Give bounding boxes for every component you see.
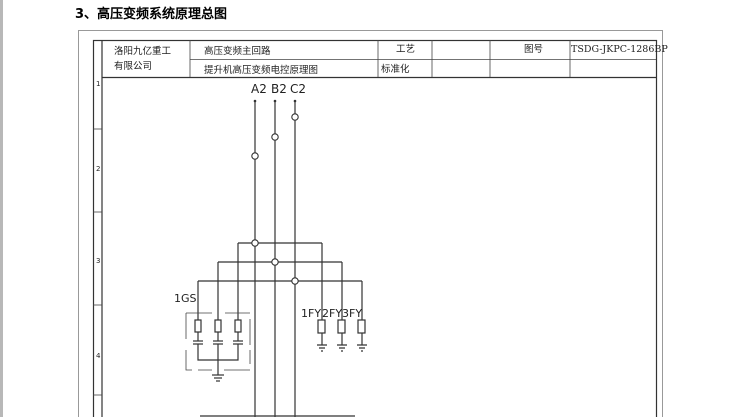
standardization-label: 标准化 xyxy=(381,63,410,75)
section-heading: 3、高压变频系统原理总图 xyxy=(75,7,228,22)
drawing-name-line1: 高压变频主回路 xyxy=(204,45,271,57)
drawing-border xyxy=(92,39,658,417)
arrester-label-1fy: 1FY xyxy=(301,307,321,320)
drawing-number: TSDG-JKPC-1286BP xyxy=(571,44,668,55)
zone-label: 1 xyxy=(96,80,100,88)
phase-label-b: B2 xyxy=(271,82,287,96)
image-frame xyxy=(78,30,663,417)
company-name-line1: 洛阳九亿重工 xyxy=(114,45,172,57)
drawing-name-line2: 提升机高压变频电控原理图 xyxy=(204,64,318,76)
branch-buses xyxy=(197,239,363,320)
zone-label: 2 xyxy=(96,165,100,173)
zone-label: 3 xyxy=(96,257,100,265)
company-name-line2: 有限公司 xyxy=(114,60,152,72)
drawing-number-label: 图号 xyxy=(524,44,543,55)
phase-label-a: A2 xyxy=(251,82,267,96)
capacitor-group-label: 1GS xyxy=(174,292,197,305)
process-label: 工艺 xyxy=(396,44,415,55)
phase-label-c: C2 xyxy=(290,82,306,96)
capacitor-group-1gs: 1GS xyxy=(174,292,251,382)
arrester-label-2fy: 2FY xyxy=(322,307,342,320)
title-block: 洛阳九亿重工 有限公司 高压变频主回路 提升机高压变频电控原理图 工艺 标准化 … xyxy=(102,40,668,79)
ground-icon xyxy=(357,344,367,352)
ground-icon xyxy=(317,344,327,352)
window-edge xyxy=(0,0,3,417)
surge-arresters: 1FY 2FY 3FY xyxy=(301,307,367,352)
phase-lines xyxy=(200,99,355,417)
zone-label: 4 xyxy=(96,352,101,360)
ground-icon xyxy=(337,344,347,352)
arrester-label-3fy: 3FY xyxy=(342,307,362,320)
